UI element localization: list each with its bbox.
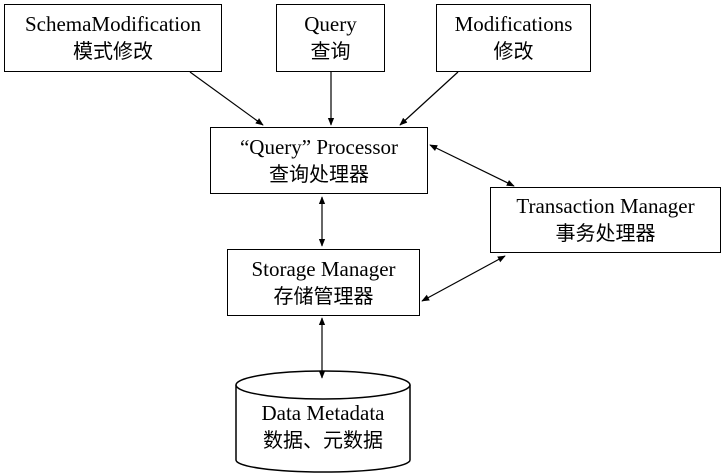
schema-modification-label-en: SchemaModification <box>24 12 202 36</box>
database-label-zh: 数据、元数据 <box>263 428 383 452</box>
query-label-en: Query <box>304 12 357 36</box>
query-processor-label-zh: 查询处理器 <box>269 161 369 186</box>
edge-processor-transaction <box>429 144 515 187</box>
storage-manager-label-zh: 存储管理器 <box>273 283 374 308</box>
transaction-manager-label-zh: 事务处理器 <box>555 221 656 245</box>
modifications-label-en: Modifications <box>454 12 573 36</box>
modifications-label-zh: 修改 <box>493 39 534 63</box>
schema-modification-label-zh: 模式修改 <box>73 39 153 63</box>
query-processor-node: “Query” Processor 查询处理器 <box>210 127 428 194</box>
transaction-manager-node: Transaction Manager 事务处理器 <box>490 187 721 253</box>
database-node: Data Metadata 数据、元数据 <box>236 400 410 454</box>
transaction-manager-label-en: Transaction Manager <box>516 194 695 218</box>
storage-manager-node: Storage Manager 存储管理器 <box>227 249 420 316</box>
query-processor-label-en: “Query” Processor <box>239 134 399 159</box>
storage-manager-label-en: Storage Manager <box>251 256 396 281</box>
query-node: Query 查询 <box>276 4 385 72</box>
edge-schema-to-processor <box>189 71 264 126</box>
edge-transaction-storage <box>421 255 506 302</box>
modifications-node: Modifications 修改 <box>436 4 591 72</box>
schema-modification-node: SchemaModification 模式修改 <box>4 4 222 72</box>
query-label-zh: 查询 <box>310 39 351 63</box>
edge-modifications-to-processor <box>399 71 459 126</box>
database-label-en: Data Metadata <box>261 401 385 425</box>
